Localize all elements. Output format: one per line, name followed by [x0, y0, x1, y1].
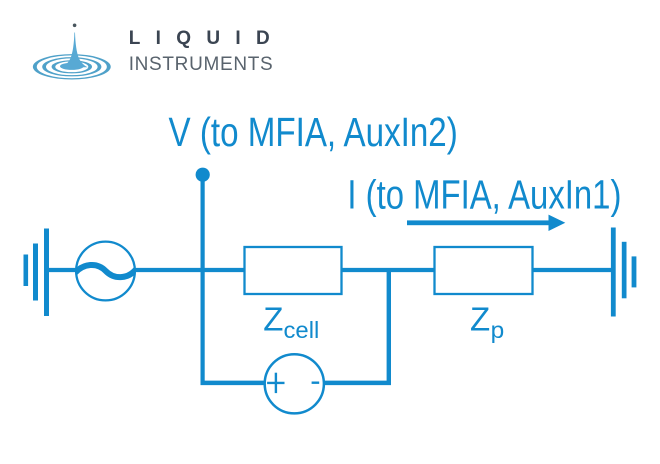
svg-text:I (to MFIA, AuxIn1): I (to MFIA, AuxIn1) [347, 172, 621, 218]
svg-text:INSTRUMENTS: INSTRUMENTS [129, 54, 273, 75]
svg-text:p: p [491, 317, 505, 343]
svg-text:LIQUID: LIQUID [129, 28, 270, 49]
svg-text:V (to MFIA, AuxIn2): V (to MFIA, AuxIn2) [169, 109, 458, 155]
svg-text:cell: cell [284, 317, 320, 343]
svg-text:Z: Z [470, 301, 490, 338]
svg-text:Z: Z [263, 300, 283, 337]
